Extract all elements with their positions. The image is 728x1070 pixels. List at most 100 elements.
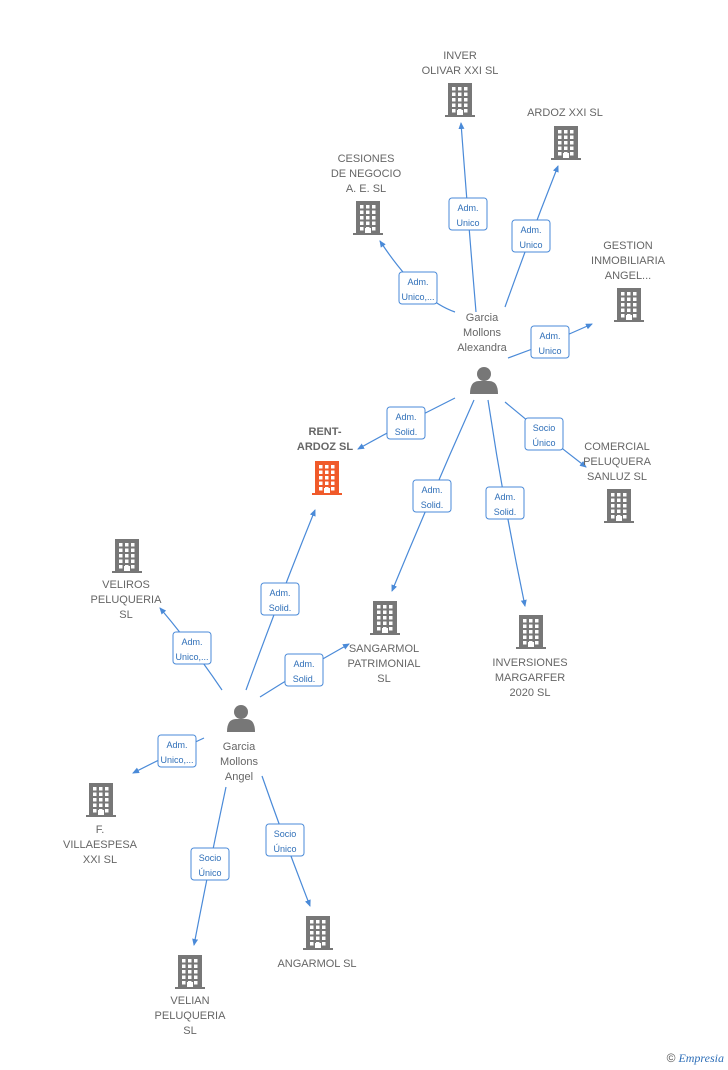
edge-label-text: Adm. bbox=[539, 331, 560, 341]
edge-alexandra-inver: Adm. Unico bbox=[448, 122, 488, 313]
edge-label-text: Adm. bbox=[293, 659, 314, 669]
building-icon bbox=[604, 489, 634, 523]
edge-angel-sangarmol: Adm. Solid. bbox=[259, 643, 350, 698]
node-label: PELUQUERIA bbox=[91, 594, 163, 606]
node-label: SANLUZ SL bbox=[587, 471, 647, 483]
edge-label-text: Solid. bbox=[494, 507, 517, 517]
edges-layer: Adm.UnicoAdm.UnicoAdm.Unico,...Adm.Unico… bbox=[132, 122, 593, 946]
node-label: SL bbox=[183, 1025, 196, 1037]
edge-label-box[interactable] bbox=[190, 847, 230, 881]
node-label: Mollons bbox=[220, 756, 258, 768]
edge-alexandra-rentardoz: Adm. Solid. bbox=[357, 397, 456, 450]
edge-label-text: Unico bbox=[456, 218, 479, 228]
edge-label-text: Adm. bbox=[457, 203, 478, 213]
building-icon bbox=[353, 201, 383, 235]
brand-name: Empresia bbox=[678, 1051, 724, 1065]
building-icon bbox=[516, 615, 546, 649]
node-label: DE NEGOCIO bbox=[331, 168, 402, 180]
node-ardoz21[interactable]: ARDOZ XXI SL bbox=[527, 107, 603, 160]
edge-label-box[interactable] bbox=[260, 582, 300, 616]
edge-label-box[interactable] bbox=[398, 271, 438, 305]
edge-label-text: Unico,... bbox=[401, 292, 434, 302]
building-icon bbox=[614, 288, 644, 322]
node-label: Garcia bbox=[466, 312, 499, 324]
node-label: CESIONES bbox=[338, 153, 395, 165]
node-label: XXI SL bbox=[83, 854, 117, 866]
copyright-brand: © Empresia bbox=[667, 1051, 724, 1066]
edge-label-text: Solid. bbox=[395, 427, 418, 437]
node-label: VELIAN bbox=[170, 995, 209, 1007]
node-label: 2020 SL bbox=[510, 687, 551, 699]
edge-label-box[interactable] bbox=[511, 219, 551, 253]
building-icon bbox=[312, 461, 342, 495]
edge-label-box[interactable] bbox=[284, 653, 324, 687]
edge-label-text: Solid. bbox=[293, 674, 316, 684]
edge-label-text: Adm. bbox=[181, 637, 202, 647]
node-label: Angel bbox=[225, 771, 253, 783]
edge-label-text: Socio bbox=[533, 423, 556, 433]
person-icon bbox=[470, 367, 498, 394]
node-label: RENT- bbox=[309, 426, 342, 438]
edge-label-box[interactable] bbox=[265, 823, 305, 857]
edge-alexandra-cesiones: Adm. Unico,... bbox=[379, 240, 456, 313]
edge-label-box[interactable] bbox=[485, 486, 525, 520]
edge-label-box[interactable] bbox=[412, 479, 452, 513]
edge-alexandra-inversiones: Adm. Solid. bbox=[485, 399, 527, 607]
building-icon bbox=[551, 126, 581, 160]
node-label: ARDOZ XXI SL bbox=[527, 107, 603, 119]
edge-alexandra-ardoz21: Adm. Unico bbox=[504, 165, 559, 308]
edge-label-text: Solid. bbox=[269, 603, 292, 613]
building-icon bbox=[370, 601, 400, 635]
node-gestion[interactable]: GESTIONINMOBILIARIAANGEL... bbox=[591, 240, 666, 322]
edge-alexandra-sangarmol: Adm. Solid. bbox=[391, 399, 475, 592]
edge-label-box[interactable] bbox=[157, 734, 197, 768]
node-label: A. E. SL bbox=[346, 183, 386, 195]
edge-label-text: Único bbox=[198, 868, 221, 878]
edge-angel-veliros: Adm. Unico,... bbox=[159, 607, 223, 691]
edge-label-box[interactable] bbox=[172, 631, 212, 665]
node-label: SL bbox=[377, 673, 390, 685]
edge-label-text: Único bbox=[273, 844, 296, 854]
edge-label-box[interactable] bbox=[448, 197, 488, 231]
node-label: INVERSIONES bbox=[492, 657, 567, 669]
edge-label-text: Adm. bbox=[407, 277, 428, 287]
node-label: ARDOZ SL bbox=[297, 441, 354, 453]
edge-label-box[interactable] bbox=[530, 325, 570, 359]
person-icon bbox=[227, 705, 255, 732]
node-label: PATRIMONIAL bbox=[348, 658, 421, 670]
edge-label-text: Adm. bbox=[494, 492, 515, 502]
node-label: VELIROS bbox=[102, 579, 150, 591]
edge-label-text: Unico,... bbox=[175, 652, 208, 662]
node-label: PELUQUERIA bbox=[155, 1010, 227, 1022]
node-angarmol[interactable]: ANGARMOL SL bbox=[277, 916, 357, 970]
edge-label-text: Adm. bbox=[395, 412, 416, 422]
node-velian[interactable]: VELIAN PELUQUERIA SL bbox=[155, 955, 227, 1037]
edge-label-text: Socio bbox=[274, 829, 297, 839]
edge-label-text: Unico,... bbox=[160, 755, 193, 765]
node-label: Garcia bbox=[223, 741, 256, 753]
building-icon bbox=[175, 955, 205, 989]
node-label: Alexandra bbox=[457, 342, 507, 354]
edge-label-text: Socio bbox=[199, 853, 222, 863]
edge-label-text: Unico bbox=[519, 240, 542, 250]
edge-label-box[interactable] bbox=[386, 406, 426, 440]
edge-label-box[interactable] bbox=[524, 417, 564, 451]
copyright-symbol: © bbox=[666, 1051, 676, 1065]
edge-label-text: Adm. bbox=[166, 740, 187, 750]
building-icon bbox=[86, 783, 116, 817]
node-rentardoz[interactable]: RENT- ARDOZ SL bbox=[297, 426, 354, 495]
node-label: ANGARMOL SL bbox=[277, 958, 356, 970]
node-cesiones[interactable]: CESIONES DE NEGOCIO A. E. SL bbox=[331, 153, 402, 235]
node-label: ANGEL... bbox=[605, 270, 651, 282]
edge-label-text: Adm. bbox=[520, 225, 541, 235]
